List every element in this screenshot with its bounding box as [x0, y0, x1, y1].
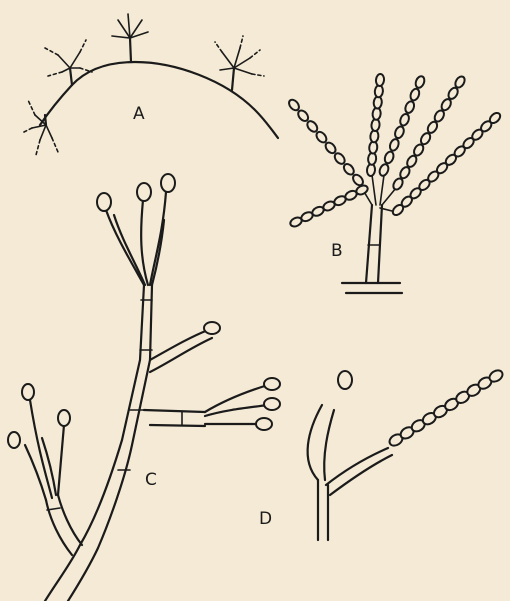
spore: [414, 75, 426, 89]
spore: [409, 88, 421, 102]
spore: [388, 138, 400, 152]
panel-c-drawing: [25, 192, 268, 601]
spore: [264, 398, 280, 410]
spore: [333, 151, 347, 165]
spore: [404, 100, 416, 114]
spore: [289, 216, 303, 228]
panel-d-drawing: [308, 405, 392, 540]
spore: [256, 418, 272, 430]
spore: [58, 410, 70, 426]
spore: [305, 119, 319, 133]
spore: [383, 150, 395, 164]
panel-c-spores: [8, 174, 280, 448]
panel-label-d: D: [259, 511, 272, 528]
panel-label-a: A: [133, 106, 145, 123]
spore: [375, 74, 384, 87]
spore: [97, 193, 111, 211]
spore: [453, 75, 466, 89]
spore: [137, 183, 151, 201]
spore: [8, 432, 20, 448]
spore: [296, 109, 310, 123]
panel-label-c: C: [145, 472, 157, 489]
spore: [204, 322, 220, 334]
spore: [378, 163, 390, 177]
spore: [314, 130, 328, 144]
spore: [399, 113, 411, 127]
panel-label-b: B: [331, 243, 343, 260]
spore: [287, 98, 301, 112]
spore: [338, 371, 352, 389]
spore: [342, 162, 356, 176]
spore: [488, 111, 502, 125]
spore: [161, 174, 175, 192]
panel-d-spores: [338, 368, 505, 448]
spore: [264, 378, 280, 390]
panel-a-drawing: [24, 14, 278, 155]
panel-b-spore-chains: [287, 74, 502, 229]
spore: [22, 384, 34, 400]
spore: [393, 125, 405, 139]
spore: [324, 141, 338, 155]
